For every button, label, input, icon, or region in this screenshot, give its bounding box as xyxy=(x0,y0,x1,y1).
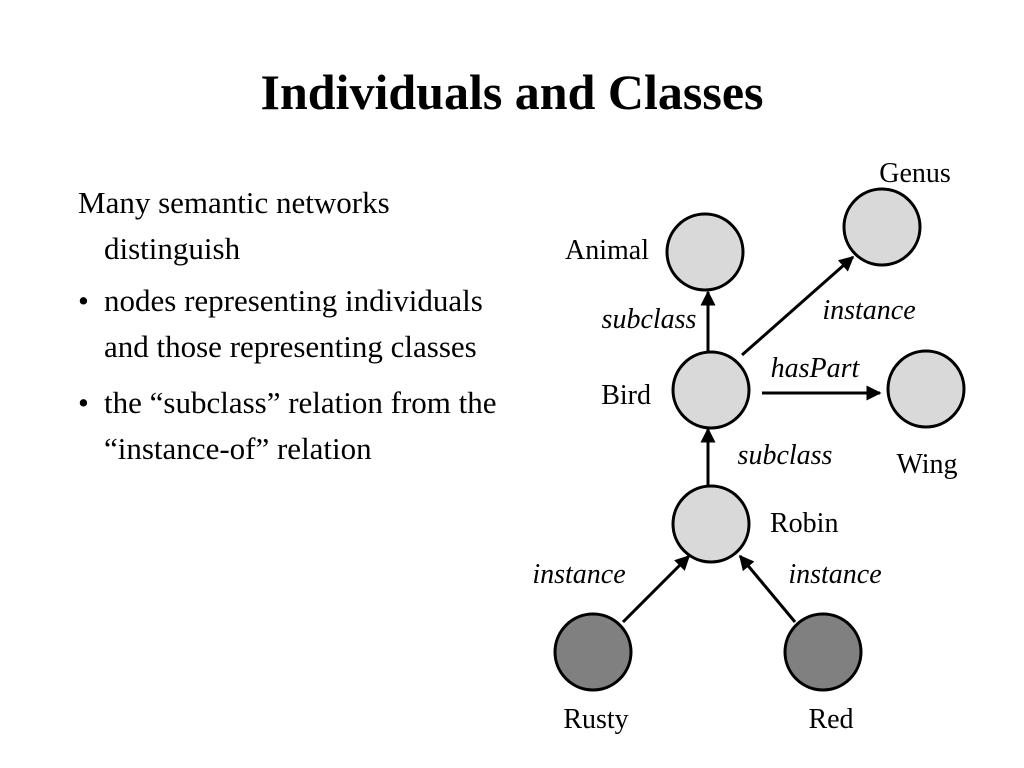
bullet-text: the “subclass” relation from the “instan… xyxy=(104,385,497,466)
edge-red-robin xyxy=(738,554,797,623)
node-red xyxy=(783,612,863,692)
bullet-item: • the “subclass” relation from the “inst… xyxy=(78,380,498,472)
edge-label-robin-bird: subclass xyxy=(738,440,833,471)
node-robin xyxy=(671,484,751,564)
bullet-dot: • xyxy=(78,283,89,318)
edge-bird-genus xyxy=(741,255,855,357)
edge-label-red-robin: instance xyxy=(788,559,881,590)
node-genus xyxy=(842,187,922,267)
bullet-dot: • xyxy=(78,385,89,420)
edge-rusty-robin xyxy=(621,554,691,624)
node-animal xyxy=(665,212,745,292)
edge-label-rusty-robin: instance xyxy=(532,559,625,590)
slide-title: Individuals and Classes xyxy=(260,64,764,120)
node-label-rusty: Rusty xyxy=(563,704,628,735)
bullet-item: • nodes representing individuals and tho… xyxy=(78,278,498,370)
edge-label-bird-wing: hasPart xyxy=(771,353,861,384)
node-label-animal: Animal xyxy=(565,235,649,266)
edge-label-bird-genus: instance xyxy=(822,295,915,326)
node-label-robin: Robin xyxy=(770,508,838,539)
node-rusty xyxy=(553,612,633,692)
bullet-text: nodes representing individuals and those… xyxy=(104,283,483,364)
node-label-wing: Wing xyxy=(896,449,957,480)
node-label-genus: Genus xyxy=(879,158,951,189)
node-label-red: Red xyxy=(808,704,853,735)
intro-text: Many semantic networks distinguish xyxy=(78,185,390,266)
node-bird xyxy=(671,350,751,430)
node-label-bird: Bird xyxy=(601,380,651,411)
node-wing xyxy=(886,349,966,429)
bullet-list: • nodes representing individuals and tho… xyxy=(78,278,498,472)
slide-body: Many semantic networks distinguish • nod… xyxy=(78,180,498,482)
edge-label-bird-animal: subclass xyxy=(602,304,697,335)
